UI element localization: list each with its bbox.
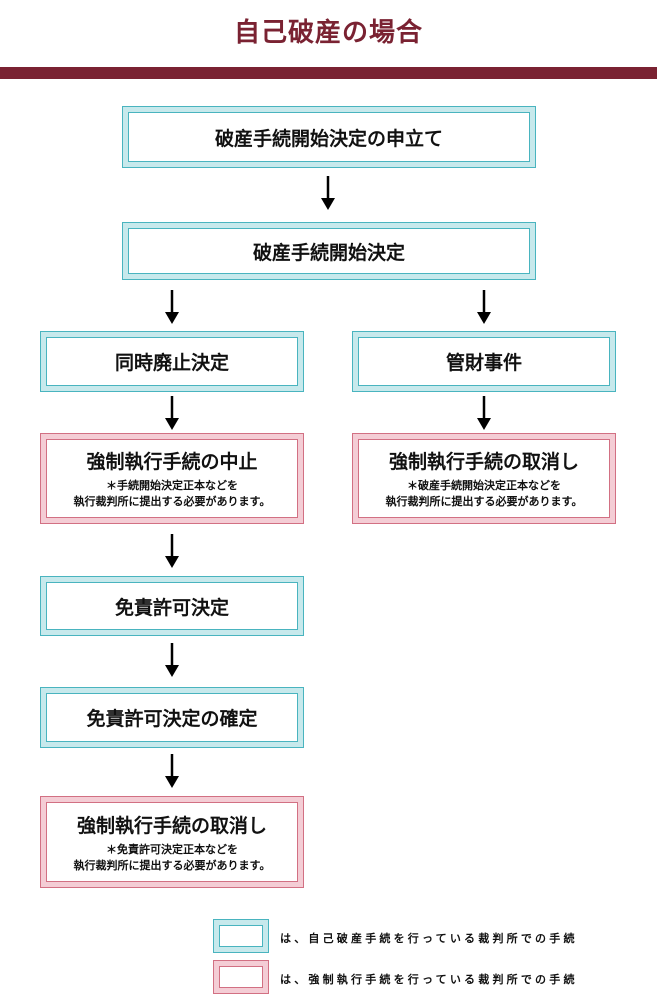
note-line: ＊手続開始決定正本などを xyxy=(106,479,238,492)
arrow-down-icon xyxy=(165,643,179,677)
node-simultaneous-abolition: 同時廃止決定 xyxy=(40,331,304,392)
node-commencement: 破産手続開始決定 xyxy=(122,222,536,280)
node-enforcement-cancel-admin-note: ＊破産手続開始決定正本などを 執行裁判所に提出する必要があります。 xyxy=(386,478,583,510)
node-commencement-label: 破産手続開始決定 xyxy=(252,241,405,264)
legend-swatch-court xyxy=(213,919,269,953)
arrow-down-icon xyxy=(165,290,179,324)
node-discharge-final-label: 免責許可決定の確定 xyxy=(86,708,258,730)
arrow-down-icon xyxy=(477,396,491,430)
node-enforcement-cancel-discharge-label: 強制執行手続の取消し xyxy=(76,814,267,837)
arrow-down-icon xyxy=(321,176,335,210)
node-enforcement-suspension-label: 強制執行手続の中止 xyxy=(86,451,258,473)
node-simultaneous-abolition-label: 同時廃止決定 xyxy=(114,352,229,374)
node-discharge-final: 免責許可決定の確定 xyxy=(40,687,304,748)
node-enforcement-suspension: 強制執行手続の中止 ＊手続開始決定正本などを 執行裁判所に提出する必要があります… xyxy=(40,433,304,524)
arrow-down-icon xyxy=(477,290,491,324)
node-administrator-case-label: 管財事件 xyxy=(445,352,522,374)
note-line: 執行裁判所に提出する必要があります。 xyxy=(73,858,271,872)
node-enforcement-suspension-note: ＊手続開始決定正本などを 執行裁判所に提出する必要があります。 xyxy=(74,478,271,510)
note-line: ＊免責許可決定正本などを xyxy=(106,842,238,856)
node-discharge: 免責許可決定 xyxy=(40,576,304,636)
note-line: 執行裁判所に提出する必要があります。 xyxy=(385,495,583,508)
arrow-down-icon xyxy=(165,754,179,788)
legend-swatch-exec xyxy=(213,960,269,994)
node-enforcement-cancel-admin-label: 強制執行手続の取消し xyxy=(388,451,579,473)
node-petition: 破産手続開始決定の申立て xyxy=(122,106,536,168)
note-line: ＊破産手続開始決定正本などを xyxy=(407,479,561,492)
node-administrator-case: 管財事件 xyxy=(352,331,616,392)
node-enforcement-cancel-discharge: 強制執行手続の取消し ＊免責許可決定正本などを 執行裁判所に提出する必要がありま… xyxy=(40,796,304,888)
note-line: 執行裁判所に提出する必要があります。 xyxy=(73,495,271,508)
node-petition-label: 破産手続開始決定の申立て xyxy=(214,127,443,150)
title-divider xyxy=(0,67,657,79)
node-enforcement-cancel-discharge-note: ＊免責許可決定正本などを 執行裁判所に提出する必要があります。 xyxy=(74,842,271,874)
node-enforcement-cancel-admin: 強制執行手続の取消し ＊破産手続開始決定正本などを 執行裁判所に提出する必要があ… xyxy=(352,433,616,524)
arrow-down-icon xyxy=(165,534,179,568)
page-title: 自己破産の場合 xyxy=(233,18,423,48)
legend-label-court: は、自己破産手続を行っている裁判所での手続 xyxy=(280,932,578,945)
arrow-down-icon xyxy=(165,396,179,430)
legend-label-exec: は、強制執行手続を行っている裁判所での手続 xyxy=(280,973,578,986)
node-discharge-label: 免責許可決定 xyxy=(114,596,229,619)
